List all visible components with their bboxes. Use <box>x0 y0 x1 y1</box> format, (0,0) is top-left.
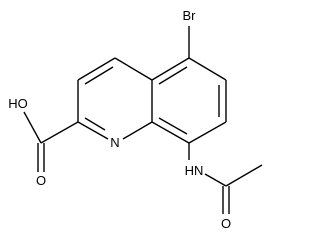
bond-c4-c3 <box>77 57 116 81</box>
bond-c4-c3-inner <box>84 66 114 85</box>
bond-c8-c8a <box>151 121 190 144</box>
chemical-structure-diagram: Br HO N HN O O <box>8 8 263 231</box>
amide-nitrogen-label: HN <box>185 163 204 178</box>
bond-c2-n1-inner <box>84 117 106 131</box>
benzo-ring <box>151 57 227 144</box>
carboxylic-acid-group <box>23 111 79 172</box>
bond-c4a-c4 <box>114 57 153 81</box>
bond-c4a-c5-inner <box>158 66 188 85</box>
bond-c8-c8a-inner <box>158 117 188 135</box>
bond-nh-carbonyl <box>204 173 227 187</box>
amide-carbonyl-oxygen-label: O <box>221 216 231 231</box>
bond-c5-c6 <box>188 57 227 81</box>
bond-n1-c8a <box>122 121 153 140</box>
acid-carbonyl-oxygen-label: O <box>36 173 46 188</box>
bond-cooh-oh <box>23 111 42 144</box>
bromine-label: Br <box>183 8 197 23</box>
ring-nitrogen-label: N <box>110 135 119 150</box>
hydroxyl-label: HO <box>8 96 28 111</box>
acetamido-group <box>188 143 263 214</box>
bond-c2-cooh <box>40 121 79 144</box>
bond-c2-n1 <box>77 121 109 140</box>
pyridine-ring <box>77 57 153 140</box>
bond-c4a-c5 <box>151 57 190 81</box>
bond-c7-c8 <box>188 121 227 144</box>
bond-carbonyl-methyl <box>225 164 263 187</box>
